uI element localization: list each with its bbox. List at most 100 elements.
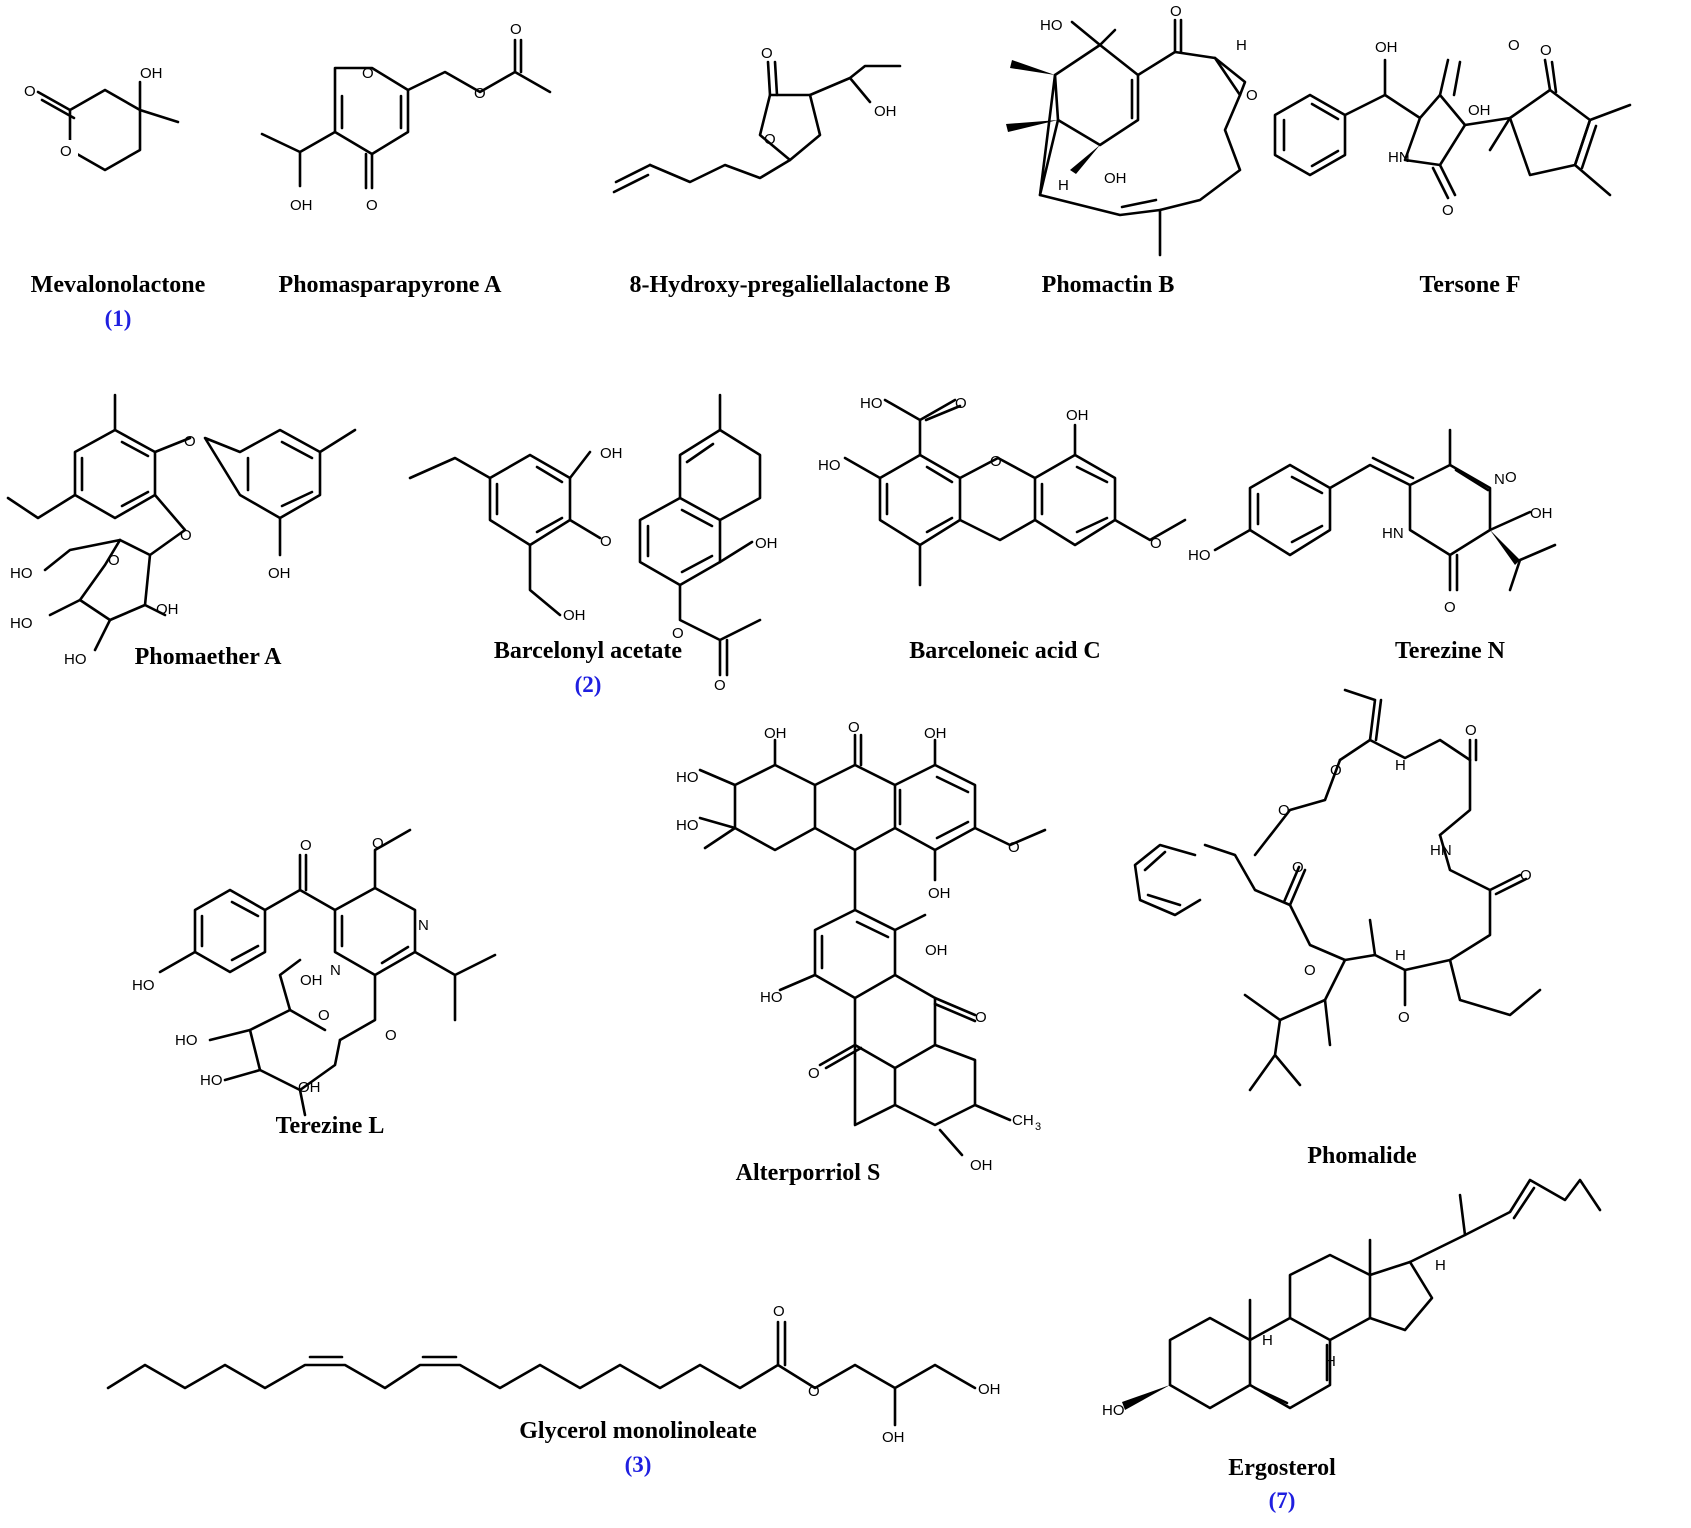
atom-o: O [808, 1065, 820, 1082]
atom-ho: HO [1040, 17, 1063, 34]
atom-o: O [955, 395, 967, 412]
atom-o: O [1304, 962, 1316, 979]
atom-o: O [773, 1303, 785, 1320]
atom-o: O [848, 719, 860, 736]
atom-oh: OH [925, 942, 948, 959]
atom-o: O [1398, 1009, 1410, 1026]
compound-number: (1) [105, 306, 132, 331]
structure-alterporriol-s: OH O OH HO HO O OH OH HO O O CH 3 OH Alt… [676, 719, 1047, 1186]
compound-name: Phomasparapyrone A [279, 272, 503, 298]
compound-name: Glycerol monolinoleate [519, 1418, 757, 1444]
compound-number: (3) [625, 1452, 652, 1477]
structure-mevalonolactone: O O OH Mevalonolactone (1) [24, 65, 206, 331]
structure-phomaether-a: O O O OH HO HO OH HO Phomaether A [6, 393, 357, 670]
compound-name: 8-Hydroxy-pregaliellalactone B [629, 272, 950, 298]
compound-name: Ergosterol [1228, 1455, 1336, 1481]
compound-number: (2) [575, 672, 602, 697]
atom-o: O [1505, 469, 1517, 486]
atom-o: O [1150, 535, 1162, 552]
atom-oh: OH [755, 535, 778, 552]
atom-o: O [808, 1383, 820, 1400]
atom-ho: HO [676, 817, 699, 834]
structure-phomasparapyrone-a: O O OH O O Phomasparapyrone A [260, 21, 552, 298]
atom-ho: HO [175, 1032, 198, 1049]
atom-ho: HO [760, 989, 783, 1006]
atom-n: N [330, 962, 341, 979]
atom-oh: OH [1530, 505, 1553, 522]
atom-o: O [1246, 87, 1258, 104]
atom-o: O [1292, 859, 1304, 876]
compound-name: Barceloneic acid C [909, 638, 1101, 664]
atom-ho: HO [132, 977, 155, 994]
atom-oh: OH [290, 197, 313, 214]
atom-oh: OH [156, 601, 179, 618]
atom-oh: OH [1375, 39, 1398, 56]
atom-oh: OH [140, 65, 163, 82]
atom-ho: HO [860, 395, 883, 412]
structure-phomactin-b: HO O H O OH H Phomactin B [1006, 3, 1258, 298]
atom-o: O [1540, 42, 1552, 59]
compound-number: (7) [1269, 1488, 1296, 1513]
compound-name: Phomalide [1307, 1143, 1417, 1169]
atom-oh: OH [1468, 102, 1491, 119]
atom-o: O [474, 85, 486, 102]
atom-oh: OH [1104, 170, 1127, 187]
structure-terezine-l: O O N N O O OH HO HO HO OH Terezine L [132, 828, 497, 1139]
atom-n: N [418, 917, 429, 934]
structure-hydroxy-pregaliellalactone: O O OH 8-Hydroxy-pregaliellalactone B [612, 45, 951, 298]
atom-o: O [1170, 3, 1182, 20]
atom-o: O [975, 1009, 987, 1026]
atom-ho: HO [200, 1072, 223, 1089]
atom-ch3: CH [1012, 1112, 1034, 1129]
atom-ho: HO [64, 651, 87, 668]
compound-name: Barcelonyl acetate [494, 638, 683, 664]
structure-ergosterol: HO H H H Ergosterol (7) [1102, 1178, 1602, 1513]
atom-o: O [300, 837, 312, 854]
atom-o: O [318, 1007, 330, 1024]
atom-o: O [764, 131, 776, 148]
atom-oh: OH [874, 103, 897, 120]
atom-o: O [1330, 762, 1342, 779]
atom-o: O [1278, 802, 1290, 819]
atom-oh: OH [924, 725, 947, 742]
atom-oh: OH [1066, 407, 1089, 424]
atom-o: O [714, 677, 726, 694]
atom-o: O [1008, 839, 1020, 856]
atom-h: H [1325, 1353, 1336, 1370]
atom-oh: OH [600, 445, 623, 462]
atom-o: O [761, 45, 773, 62]
atom-hn: HN [1430, 842, 1452, 859]
atom-o: O [108, 552, 120, 569]
atom-o: O [600, 533, 612, 550]
compound-name: Terezine L [276, 1113, 385, 1139]
atom-hn: HN [1382, 525, 1404, 542]
atom-oh: OH [268, 565, 291, 582]
compound-name: Terezine N [1395, 638, 1506, 664]
atom-nh: H [1395, 757, 1406, 774]
atom-o: O [1465, 722, 1477, 739]
structure-barceloneic-acid-c: O HO O HO OH O Barceloneic acid C [818, 395, 1187, 664]
atom-o: O [990, 453, 1002, 470]
atom-oh: OH [298, 1079, 321, 1096]
atom-hn: HN [1388, 149, 1410, 166]
atom-o: O [385, 1027, 397, 1044]
structure-phomalide: O H O HN O H O O O O Phomalide [1133, 688, 1542, 1169]
atom-o: O [372, 835, 384, 852]
atom-oh: OH [978, 1381, 1001, 1398]
atom-n: N [1494, 471, 1505, 488]
atom-ch3-subscript: 3 [1035, 1121, 1041, 1133]
atom-o: O [1508, 37, 1520, 54]
atom-o: O [24, 83, 36, 100]
compound-name: Mevalonolactone [31, 272, 206, 298]
atom-nh: H [1395, 947, 1406, 964]
atom-h: H [1236, 37, 1247, 54]
atom-o: O [180, 527, 192, 544]
atom-oh: OH [928, 885, 951, 902]
atom-o: O [672, 625, 684, 642]
structure-tersone-f: OH HN O OH O O Tersone F [1273, 37, 1632, 298]
atom-ho: HO [1102, 1402, 1125, 1419]
atom-oh: OH [563, 607, 586, 624]
atom-ho: HO [10, 565, 33, 582]
